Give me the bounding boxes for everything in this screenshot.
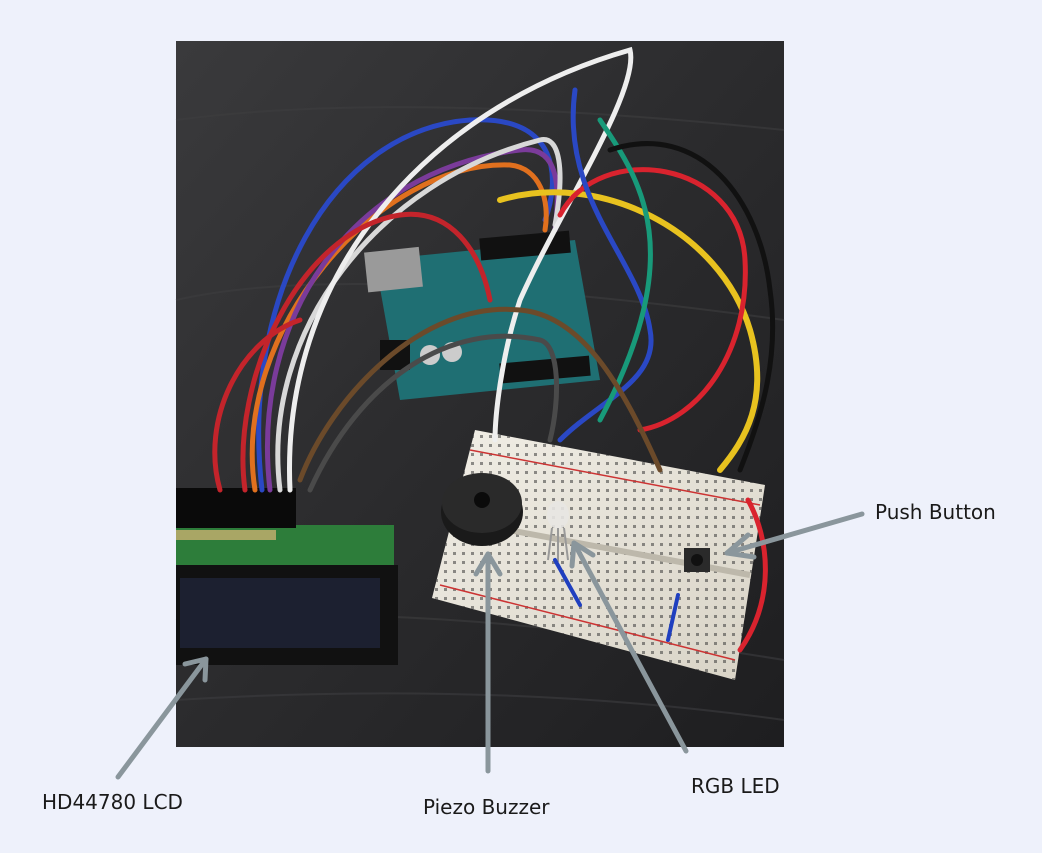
- lcd-module: [176, 488, 398, 665]
- wires: [212, 46, 776, 653]
- label-rgb-led: RGB LED: [691, 774, 780, 798]
- label-lcd: HD44780 LCD: [42, 790, 183, 814]
- label-push-button: Push Button: [875, 500, 996, 524]
- label-piezo-buzzer: Piezo Buzzer: [423, 795, 550, 819]
- push-button-part: [684, 548, 710, 572]
- arduino-board: [364, 230, 600, 400]
- piezo-buzzer: [441, 473, 523, 546]
- rgb-led: [547, 501, 569, 562]
